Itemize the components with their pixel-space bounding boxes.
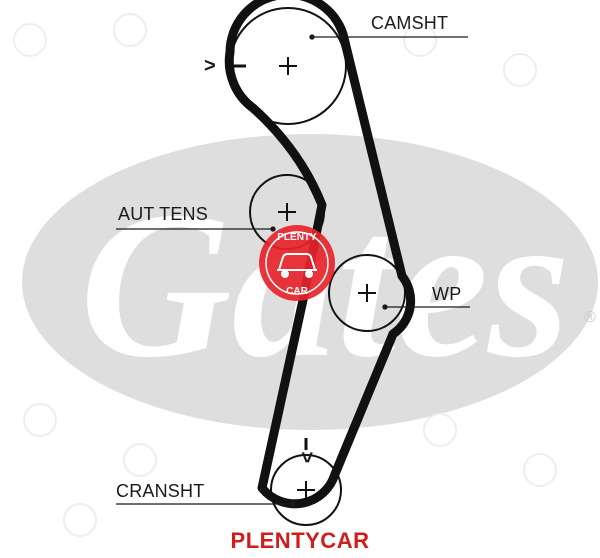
logo-registered-mark: ® — [584, 309, 596, 326]
watermark-pattern — [13, 13, 557, 537]
plentycar-badge: PLENTY CAR — [259, 225, 335, 301]
badge-bottom-text: CAR — [286, 286, 308, 297]
rotation-arrow-bottom: > — [295, 451, 318, 464]
water-pump-label: WP — [432, 284, 462, 304]
car-icon — [277, 253, 317, 278]
tensioner-label: AUT TENS — [118, 204, 208, 224]
leader-lines — [116, 34, 470, 507]
camshaft-pulley — [229, 7, 347, 125]
rotation-arrow-top: > — [204, 55, 216, 77]
camshaft-label: CAMSHT — [371, 13, 449, 33]
crankshaft-label: CRANSHT — [116, 481, 205, 501]
crankshaft-pulley — [270, 454, 342, 526]
water-pump-pulley — [328, 254, 406, 332]
badge-top-text: PLENTY — [277, 232, 317, 243]
footer-brand: PLENTYCAR — [230, 528, 370, 553]
